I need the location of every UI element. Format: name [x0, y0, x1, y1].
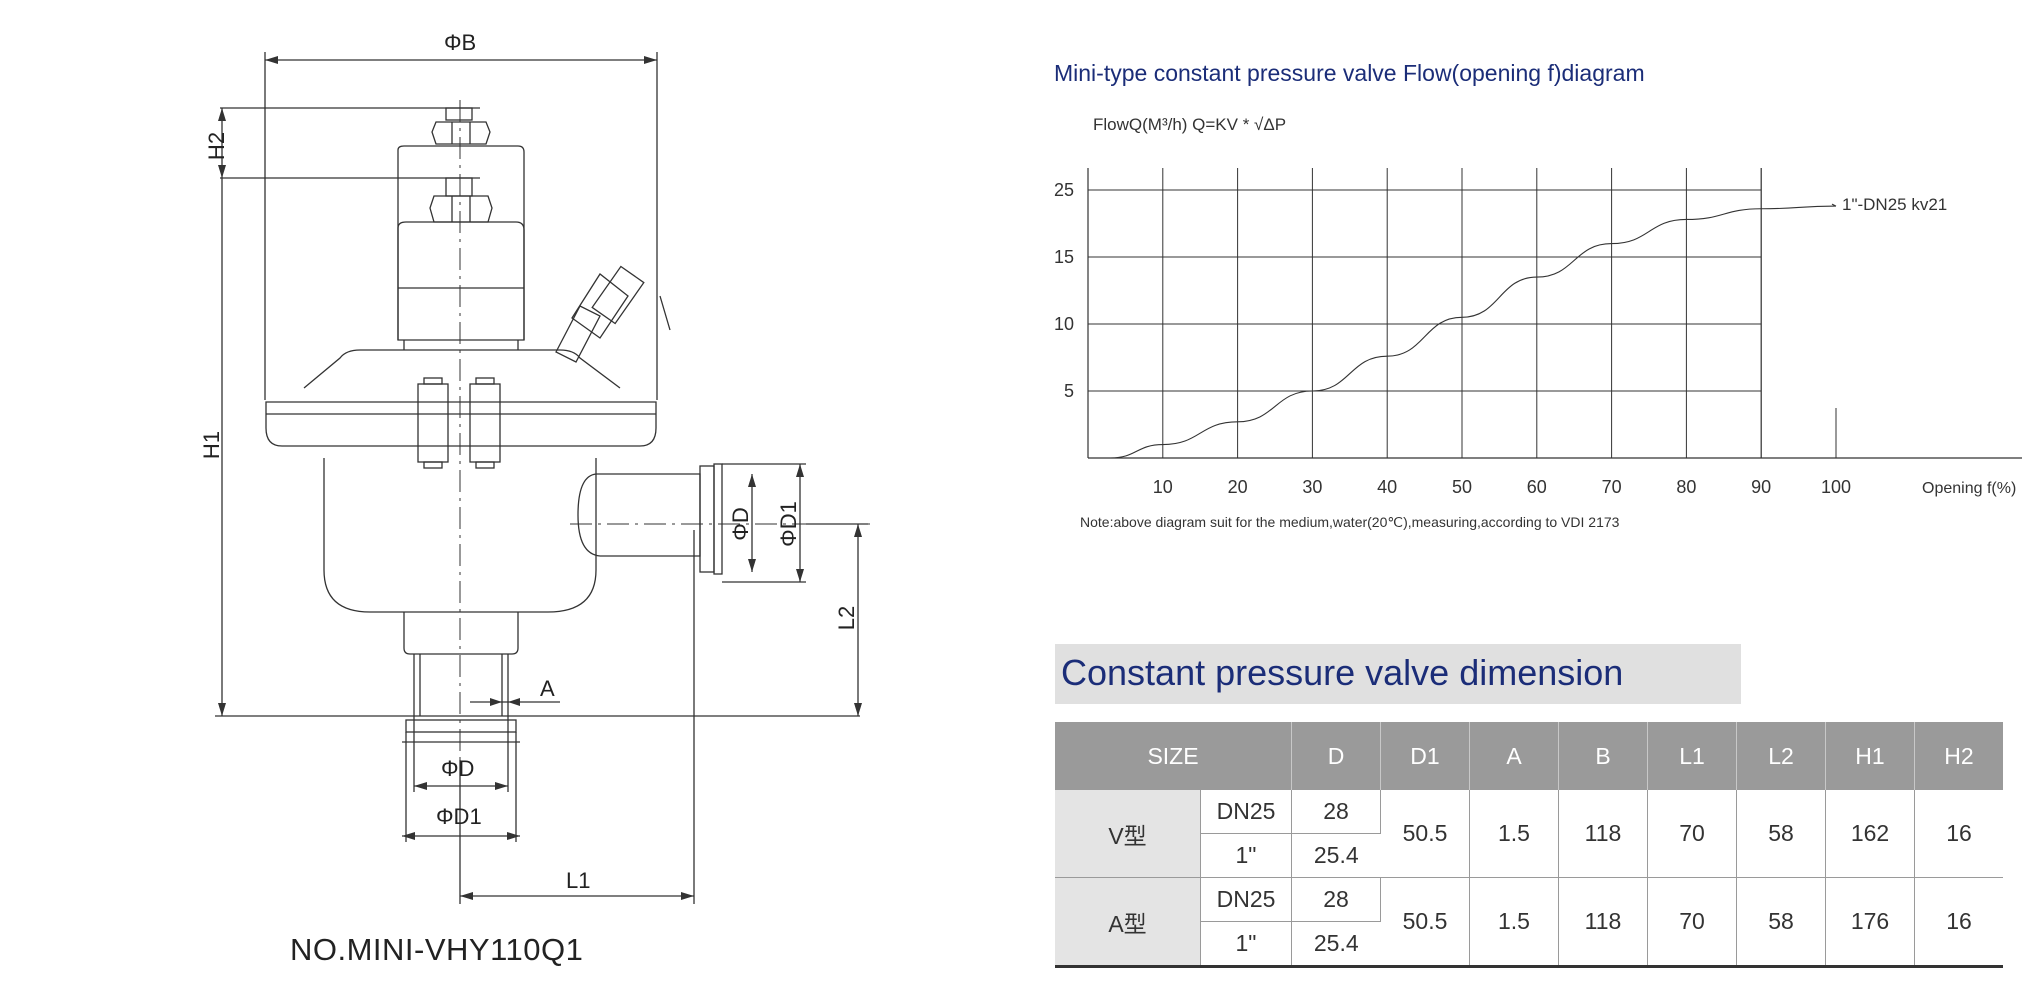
dimension-table: SIZE D D1 A B L1 L2 H1 H2 V型 DN25 28 50.… — [1055, 722, 2003, 968]
cell-a: 1.5 — [1469, 877, 1559, 968]
cell-a: 1.5 — [1469, 790, 1559, 878]
cell-type: V型 — [1055, 790, 1201, 878]
cell-l1: 70 — [1647, 790, 1737, 878]
header-b: B — [1558, 722, 1648, 790]
table-row: 1" 25.4 — [1055, 833, 2003, 878]
header-l2: L2 — [1736, 722, 1826, 790]
series-leader-line — [1831, 203, 1837, 207]
cell-h2: 16 — [1914, 790, 2003, 878]
cell-d: 25.4 — [1291, 921, 1381, 968]
header-size: SIZE — [1055, 722, 1292, 790]
x-tick-label: 20 — [1228, 477, 1248, 497]
cell-d1: 50.5 — [1380, 877, 1470, 968]
cell-h1: 176 — [1825, 877, 1915, 968]
y-tick-label: 5 — [1064, 381, 1074, 401]
cell-h2: 16 — [1914, 877, 2003, 968]
model-number: NO.MINI-VHY110Q1 — [290, 932, 584, 967]
dim-label-phi-b: ΦB — [444, 30, 476, 55]
cell-type: A型 — [1055, 877, 1201, 968]
x-tick-label: 60 — [1527, 477, 1547, 497]
cell-size: DN25 — [1200, 877, 1292, 922]
dimension-section-header: Constant pressure valve dimension — [1055, 644, 1741, 704]
header-l1: L1 — [1647, 722, 1737, 790]
x-tick-label: 100 — [1821, 477, 1851, 497]
header-h2: H2 — [1914, 722, 2003, 790]
dim-label-phi-d1-side: ΦD1 — [776, 501, 801, 547]
cell-d: 28 — [1291, 790, 1381, 834]
dimension-section-title: Constant pressure valve dimension — [1061, 652, 1624, 693]
chart-note: Note:above diagram suit for the medium,w… — [1080, 514, 1620, 530]
header-d1: D1 — [1380, 722, 1470, 790]
series-label: 1"-DN25 kv21 — [1842, 195, 1947, 214]
cell-b: 118 — [1558, 790, 1648, 878]
x-tick-label: 80 — [1676, 477, 1696, 497]
dim-label-h1: H1 — [199, 431, 224, 459]
cell-size: 1" — [1200, 833, 1292, 878]
y-tick-label: 10 — [1054, 314, 1074, 334]
header-d: D — [1291, 722, 1381, 790]
dim-label-phi-d1-bottom: ΦD1 — [436, 804, 482, 829]
dim-label-h2: H2 — [204, 132, 229, 160]
valve-technical-drawing: ΦB H2 H1 ΦD ΦD1 L2 A ΦD ΦD1 L1 — [199, 30, 870, 904]
x-tick-label: 10 — [1153, 477, 1173, 497]
cell-l2: 58 — [1736, 877, 1826, 968]
chart-formula: FlowQ(M³/h) Q=KV * √ΔP — [1093, 115, 1287, 134]
x-tick-label: 30 — [1302, 477, 1322, 497]
table-header-row: SIZE D D1 A B L1 L2 H1 H2 — [1055, 722, 2003, 790]
x-tick-label: 50 — [1452, 477, 1472, 497]
table-row: V型 DN25 28 50.5 1.5 118 70 58 162 16 — [1055, 790, 2003, 878]
x-tick-label: 40 — [1377, 477, 1397, 497]
table-row: 1" 25.4 — [1055, 921, 2003, 968]
dim-label-phi-d-bottom: ΦD — [441, 756, 474, 781]
x-tick-label: 90 — [1751, 477, 1771, 497]
header-h1: H1 — [1825, 722, 1915, 790]
cell-d1: 50.5 — [1380, 790, 1470, 878]
cell-d: 25.4 — [1291, 833, 1381, 878]
chart-title: Mini-type constant pressure valve Flow(o… — [1054, 60, 1645, 86]
cell-l2: 58 — [1736, 790, 1826, 878]
series-line — [1110, 205, 1837, 459]
cell-h1: 162 — [1825, 790, 1915, 878]
cell-size: 1" — [1200, 921, 1292, 968]
cell-size: DN25 — [1200, 790, 1292, 834]
dim-label-a: A — [540, 676, 555, 701]
cell-l1: 70 — [1647, 877, 1737, 968]
table-row: A型 DN25 28 50.5 1.5 118 70 58 176 16 — [1055, 877, 2003, 968]
header-a: A — [1469, 722, 1559, 790]
x-tick-label: 70 — [1602, 477, 1622, 497]
cell-d: 28 — [1291, 877, 1381, 922]
cell-b: 118 — [1558, 877, 1648, 968]
x-axis-label: Opening f(%) — [1922, 480, 2016, 497]
y-tick-label: 15 — [1054, 247, 1074, 267]
y-tick-label: 25 — [1054, 180, 1074, 200]
dim-label-l1: L1 — [566, 868, 590, 893]
dim-label-phi-d-side: ΦD — [728, 507, 753, 540]
dim-label-l2: L2 — [834, 606, 859, 630]
